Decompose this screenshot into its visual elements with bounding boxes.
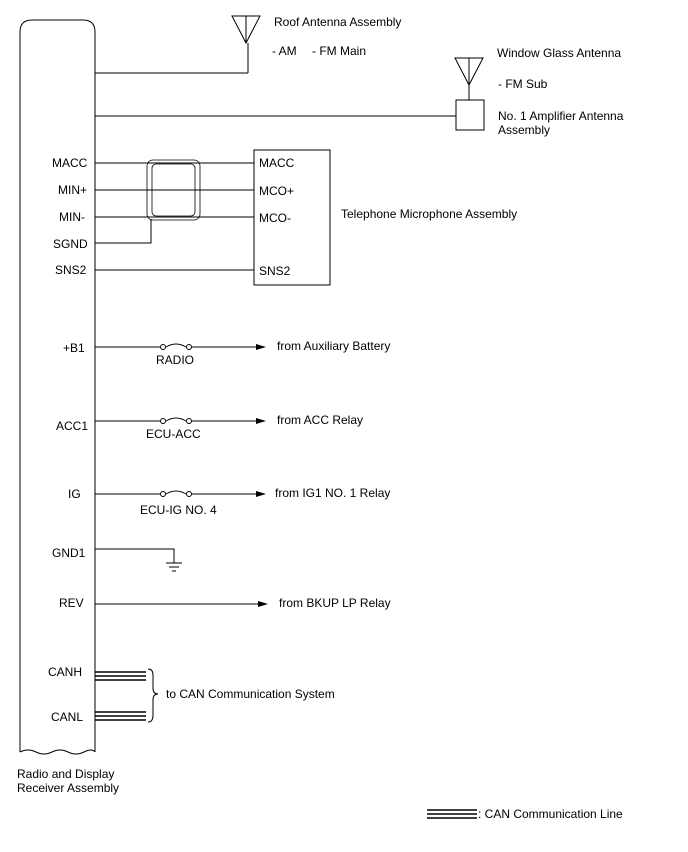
pin-min-minus: MIN- [59, 210, 85, 224]
amplifier-box [455, 99, 485, 131]
pin-canh: CANH [48, 665, 82, 679]
mic-pin-sns2: SNS2 [259, 264, 291, 278]
wire-gnd1 [95, 548, 175, 563]
ground-icon [166, 562, 182, 572]
pin-canl: CANL [51, 710, 83, 724]
source-bkup-relay: from BKUP LP Relay [279, 596, 391, 610]
pin-ig: IG [68, 487, 81, 501]
wire-ig [95, 490, 266, 497]
fuse-radio-label: RADIO [156, 353, 194, 367]
receiver-assembly-body [19, 19, 96, 752]
wire-acc1 [95, 417, 266, 424]
roof-antenna-icon [231, 15, 261, 73]
can-system-label: to CAN Communication System [166, 687, 335, 701]
roof-antenna-am: - AM [272, 44, 297, 58]
can-low-line [95, 711, 146, 721]
pin-sns2: SNS2 [55, 263, 87, 277]
pin-min-plus: MIN+ [58, 183, 87, 197]
source-ig-relay: from IG1 NO. 1 Relay [275, 486, 390, 500]
mic-pin-macc: MACC [259, 156, 295, 170]
amplifier-label-line2: Assembly [498, 123, 550, 137]
source-acc-relay: from ACC Relay [277, 413, 363, 427]
wire-rev [95, 601, 268, 607]
window-antenna-fm-sub: - FM Sub [498, 77, 548, 91]
receiver-cut-edge [19, 749, 96, 755]
roof-antenna-label: Roof Antenna Assembly [274, 15, 401, 29]
mic-pin-mco-plus: MCO+ [259, 184, 294, 198]
receiver-name-line1: Radio and Display [17, 767, 114, 781]
window-antenna-label: Window Glass Antenna [497, 46, 621, 60]
can-legend-swatch [427, 809, 477, 819]
pin-macc: MACC [52, 156, 88, 170]
wire-b1 [95, 343, 266, 350]
fuse-ecu-acc-label: ECU-ACC [146, 427, 201, 441]
window-antenna-icon [454, 57, 484, 100]
amplifier-label-line1: No. 1 Amplifier Antenna [498, 109, 624, 123]
wire-sgnd [95, 219, 152, 244]
pin-b1: +B1 [63, 341, 85, 355]
pin-rev: REV [59, 596, 84, 610]
source-battery: from Auxiliary Battery [277, 339, 390, 353]
can-brace-icon [147, 668, 159, 723]
roof-antenna-fm-main: - FM Main [312, 44, 366, 58]
pin-gnd1: GND1 [52, 546, 86, 560]
can-high-line [95, 671, 146, 681]
pin-sgnd: SGND [53, 237, 88, 251]
mic-pin-mco-minus: MCO- [259, 211, 291, 225]
pin-acc1: ACC1 [56, 419, 88, 433]
shield-icon [146, 159, 201, 221]
fuse-ecu-ig-label: ECU-IG NO. 4 [140, 503, 217, 517]
receiver-name-line2: Receiver Assembly [17, 781, 119, 795]
microphone-assembly-label: Telephone Microphone Assembly [341, 207, 517, 221]
can-legend-label: : CAN Communication Line [478, 807, 623, 821]
